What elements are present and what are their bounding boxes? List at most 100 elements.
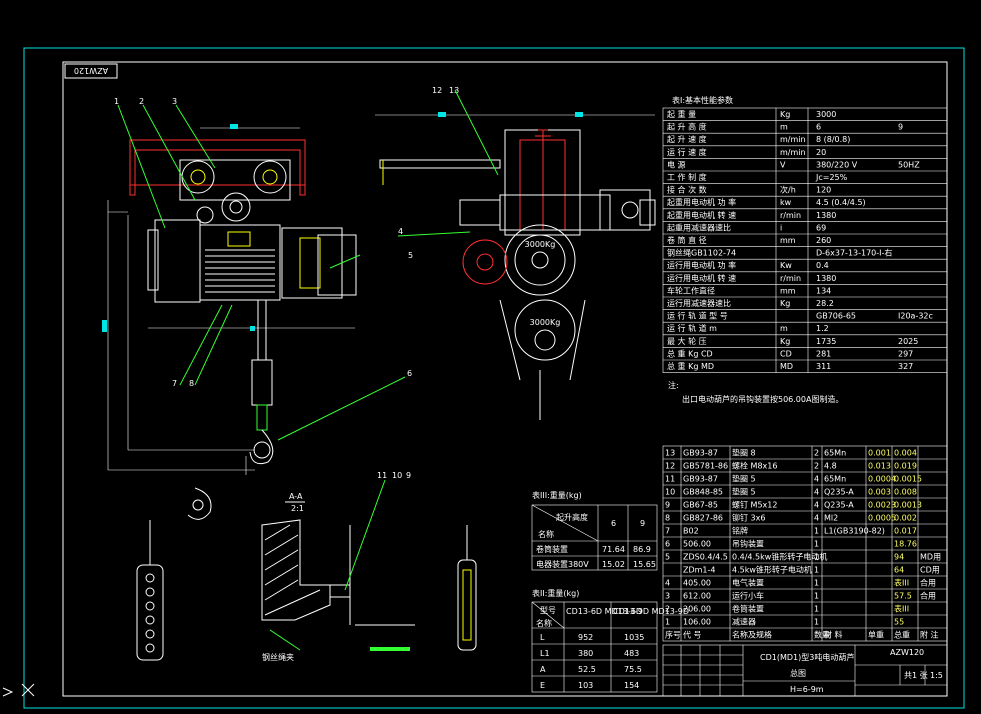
bom-cell: 106.00	[683, 618, 711, 627]
table3-cell: 86.9	[633, 545, 651, 554]
table1-unit: Kg	[780, 110, 790, 119]
bom-cell: 5	[665, 553, 670, 562]
table2-title: 表II:重量(kg)	[532, 588, 579, 598]
table3-cell: 电器装置380V	[536, 559, 589, 569]
table1-value: 281	[816, 349, 831, 358]
callout-13: 13	[449, 86, 459, 95]
table2-cell: 75.5	[624, 665, 642, 674]
table1-label: 运行用电动机 功 率	[667, 260, 736, 270]
table1-value: 28.2	[816, 299, 834, 308]
table2-col-1: CD13-9D MD13-9D	[613, 607, 689, 616]
table3-header-left: 起升高度	[556, 512, 588, 522]
callouts: 1 2 3 4 5 6 7 8 12 13 11 10 9	[114, 86, 459, 480]
bom-cell: Ml2	[824, 514, 838, 523]
bom-cell: GB848-85	[683, 488, 723, 497]
bom-cell: 1	[814, 618, 819, 627]
bom-cell: 螺钉 M5x12	[732, 500, 777, 510]
callout-3: 3	[172, 97, 177, 106]
table1-unit: kw	[780, 198, 792, 207]
bom-cell: 3	[665, 592, 670, 601]
code-stamp: AZW120	[64, 63, 118, 79]
bom-header: 单重	[868, 630, 884, 640]
table1-label: 起重用减速器速比	[667, 222, 731, 232]
table1-value: 311	[816, 362, 831, 371]
table1-label: 最 大 轮 压	[667, 336, 707, 346]
bom-cell: ZDS0.4/4.5	[683, 553, 728, 562]
bom-cell: 4.8	[824, 462, 837, 471]
table1-value: 260	[816, 236, 831, 245]
bom-cell: 4	[814, 501, 819, 510]
bom-cell: 0.002	[894, 514, 917, 523]
bom-cell: CD用	[920, 566, 940, 575]
table1-label: 起重用电动机 功 率	[667, 197, 736, 207]
bom-cell: 0.0005	[868, 514, 896, 523]
table1-unit: CD	[780, 349, 792, 358]
bom-cell: 1	[665, 618, 670, 627]
table1-unit: MD	[780, 362, 793, 371]
bom-cell: 206.00	[683, 605, 711, 614]
table1-label: 接 合 次 数	[667, 185, 707, 195]
table3-col-0: 6	[611, 519, 616, 528]
table1-unit: Kg	[780, 299, 790, 308]
bom-cell: 55	[894, 618, 904, 627]
table1-value2: 9	[898, 123, 903, 132]
leader-note: 钢丝绳夹	[262, 652, 294, 662]
table1-value2: 297	[898, 349, 913, 358]
bom-cell: 10	[665, 488, 675, 497]
table1-value: 0.4	[816, 261, 829, 270]
table1-title: 表Ⅰ:基本性能参数	[672, 95, 733, 105]
table1-label: 车轮工作直径	[667, 285, 715, 295]
table1-unit: V	[780, 160, 786, 169]
table2-cell: 483	[624, 649, 639, 658]
table1-unit: mm	[780, 236, 796, 245]
bom-header: 名称及规格	[732, 630, 772, 640]
table1-unit: m/min	[780, 135, 806, 144]
table1-unit: m/min	[780, 148, 806, 157]
bom-cell: 0.003	[868, 488, 891, 497]
bom-cell: 螺栓 M8x16	[732, 461, 777, 471]
bom-cell: GB93-87	[683, 449, 718, 458]
bom-cell: 1	[814, 553, 819, 562]
table1-unit: m	[780, 123, 788, 132]
bom-cell: 减速器	[732, 617, 756, 627]
bom-cell: MD用	[920, 553, 941, 562]
bom-cell: 13	[665, 449, 675, 458]
title-scale: 1:5	[930, 671, 943, 680]
bom-cell: 64	[894, 566, 904, 575]
table1-unit: m	[780, 324, 788, 333]
table2-cell: 52.5	[578, 665, 596, 674]
table1-value: Jc=25%	[815, 173, 848, 182]
table3-col-1: 9	[640, 519, 645, 528]
bom-cell: 1	[814, 527, 819, 536]
bom-header: 序号	[665, 630, 681, 640]
bom-cell: B02	[683, 527, 699, 536]
bom-cell: 65Mn	[824, 449, 846, 458]
bom-cell: GB827-86	[683, 514, 723, 523]
bom-cell: 合用	[920, 591, 936, 601]
bom-cell: 表III	[894, 578, 909, 588]
table1-label: 电 源	[667, 159, 686, 169]
table1-value: 1735	[816, 337, 836, 346]
bom-cell: 1	[814, 605, 819, 614]
table2-cell: 154	[624, 681, 639, 690]
title-drawing-no: AZW120	[890, 648, 924, 657]
bom-cell: 0.008	[894, 488, 917, 497]
bom-header: 总重	[894, 630, 910, 640]
bom-cell: 4	[814, 514, 819, 523]
table2-cell: 1035	[624, 633, 644, 642]
pendant-left	[136, 520, 164, 661]
table1-unit: i	[780, 223, 782, 232]
callout-12: 12	[432, 86, 442, 95]
title-spec: H=6-9m	[790, 685, 824, 694]
table3-cell: 71.64	[602, 545, 625, 554]
outer-border	[23, 47, 965, 709]
bom-cell: 0.004	[894, 449, 917, 458]
table1-value: 1.2	[816, 324, 829, 333]
bom-cell: 铭牌	[732, 526, 748, 536]
bom-cell: 6	[665, 540, 670, 549]
table1-label: 总 重 Kg MD	[667, 361, 714, 371]
table1-value: 380/220 V	[816, 160, 858, 169]
callout-7: 7	[172, 379, 177, 388]
